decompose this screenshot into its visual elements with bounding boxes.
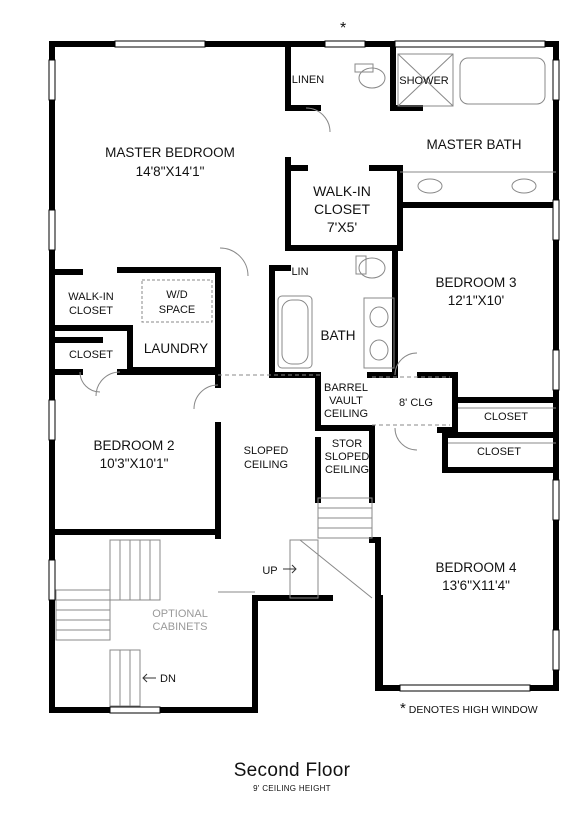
master-bedroom-size: 14'8"X14'1" [136,164,205,179]
walk-in-closet-master-line2: CLOSET [314,201,370,217]
barrel-vault-line1: BARREL [324,382,368,394]
walk-in-closet-line2: CLOSET [69,305,113,317]
stor-sloped-line3: CEILING [325,464,369,476]
optional-cabinets-line1: OPTIONAL [152,608,208,620]
optional-cabinets-line2: CABINETS [152,621,207,633]
linen-label: LINEN [292,74,324,86]
windows [48,40,560,714]
up-arrow-icon [283,564,297,574]
laundry-label: LAUNDRY [144,341,208,356]
stor-sloped-line2: SLOPED [325,451,370,463]
closet-left-label: CLOSET [69,349,113,361]
bedroom3-size: 12'1"X10' [448,293,505,308]
stor-sloped-line1: STOR [332,438,362,450]
closet-b3-label: CLOSET [484,411,528,423]
wd-space-line1: W/D [166,289,187,301]
plan-subtitle: 9' CEILING HEIGHT [253,784,331,793]
bedroom2-name: BEDROOM 2 [93,438,174,453]
walk-in-closet-master-size: 7'X5' [327,219,357,235]
high-window-marker: * [340,20,347,37]
legend-symbol: * [400,700,406,717]
legend-text: DENOTES HIGH WINDOW [408,704,538,716]
walk-in-closet-line1: WALK-IN [68,291,113,303]
wd-space-line2: SPACE [159,304,195,316]
walk-in-closet-master-line1: WALK-IN [313,183,371,199]
up-label: UP [262,565,277,577]
barrel-vault-line3: CEILING [324,408,368,420]
master-bedroom-name: MASTER BEDROOM [105,145,235,160]
closet-b4-label: CLOSET [477,446,521,458]
plan-title: Second Floor [233,760,351,781]
clg8-label: 8' CLG [399,397,433,409]
bath-label: BATH [320,328,355,343]
legend-note: * DENOTES HIGH WINDOW [400,700,538,717]
fixtures [55,53,556,707]
dn-arrow-icon [142,673,156,683]
bedroom4-name: BEDROOM 4 [435,560,517,575]
master-bath-label: MASTER BATH [426,137,521,152]
sloped-ceiling-line1: SLOPED [244,445,289,457]
bedroom4-size: 13'6"X11'4" [442,578,510,593]
barrel-vault-line2: VAULT [329,395,363,407]
bedroom2-size: 10'3"X10'1" [100,456,169,471]
stair-arrows [142,564,297,683]
bedroom3-name: BEDROOM 3 [435,275,516,290]
lin-label: LIN [291,266,308,278]
dn-label: DN [160,673,176,685]
shower-label: SHOWER [399,75,449,87]
sloped-ceiling-line2: CEILING [244,459,288,471]
